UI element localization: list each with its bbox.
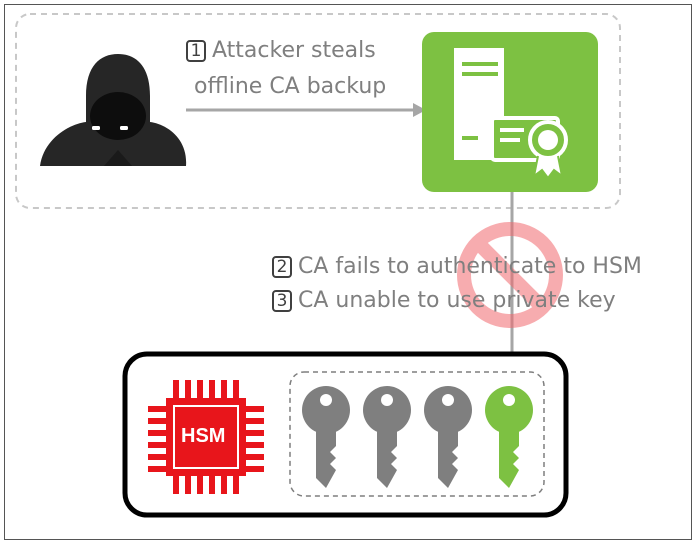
- step-1-text-line-2: offline CA backup: [194, 74, 387, 99]
- step-3-text: CA unable to use private key: [298, 288, 616, 313]
- attack-scope-dashed-box: [15, 13, 621, 209]
- step-3: 3 CA unable to use private key: [272, 288, 616, 314]
- key-icon: [485, 386, 533, 488]
- steal-arrow: [186, 103, 426, 117]
- key-store-dashed-box: [289, 371, 545, 497]
- hsm-label: HSM: [181, 425, 226, 447]
- no-entry-icon: [457, 222, 563, 328]
- key-icon: [363, 386, 411, 488]
- step-3-number: 3: [272, 290, 292, 312]
- step-1-line-1: 1 Attacker steals: [186, 38, 376, 64]
- step-1-line-2: offline CA backup: [194, 74, 386, 100]
- key-icon: [302, 386, 350, 488]
- hacker-icon: [40, 54, 187, 166]
- step-1-number: 1: [186, 40, 206, 62]
- hsm-chip-icon: [148, 380, 264, 494]
- step-2: 2 CA fails to authenticate to HSM: [272, 254, 642, 280]
- step-2-text: CA fails to authenticate to HSM: [298, 254, 642, 279]
- step-1-text-line-1: Attacker steals: [212, 38, 376, 63]
- key-icon: [424, 386, 472, 488]
- server-certificate-icon: [422, 32, 598, 192]
- step-2-number: 2: [272, 256, 292, 278]
- diagram-frame: [4, 4, 692, 540]
